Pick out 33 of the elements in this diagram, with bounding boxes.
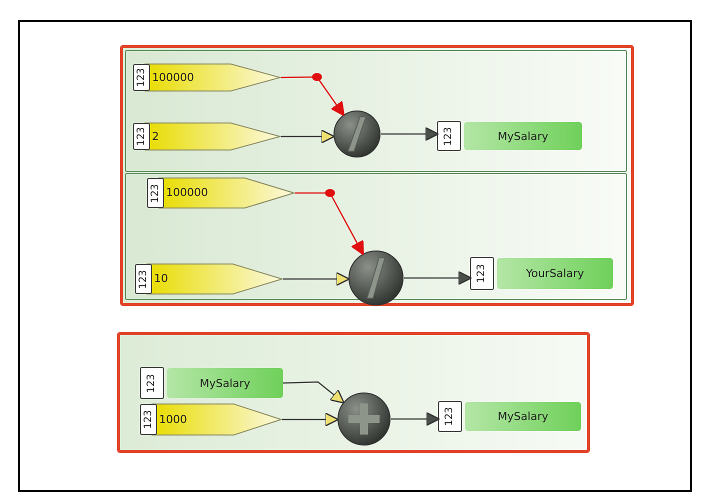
type-tag: 123 <box>133 64 150 91</box>
group-panel <box>120 45 634 306</box>
variable-label: YourSalary <box>497 258 613 289</box>
type-tag: 123 <box>437 121 461 151</box>
flow-panel <box>125 50 627 172</box>
variable-label: MySalary <box>464 122 582 150</box>
type-tag: 123 <box>135 264 152 294</box>
type-tag: 123 <box>147 178 164 208</box>
value-text: 10 <box>154 272 168 285</box>
value-text: 2 <box>152 130 159 142</box>
connector-arrow <box>281 129 335 144</box>
value-text: 100000 <box>152 70 194 84</box>
divide-operator-icon <box>333 110 381 158</box>
connector-arrow <box>381 126 439 142</box>
type-tag: 123 <box>470 257 494 290</box>
divide-operator-icon <box>348 250 404 306</box>
connector-arrow <box>391 412 440 426</box>
value-text: 1000 <box>159 412 187 426</box>
variable-label: MySalary <box>167 368 283 398</box>
connector-arrow <box>281 73 344 116</box>
variable-label: MySalary <box>465 402 581 431</box>
type-tag: 123 <box>140 404 157 435</box>
connector-arrow <box>295 189 364 254</box>
connector-arrow <box>283 272 350 286</box>
value-text: 100000 <box>166 186 208 199</box>
connector-arrow <box>404 270 472 286</box>
type-tag: 123 <box>438 401 462 432</box>
type-tag: 123 <box>140 367 164 399</box>
type-tag: 123 <box>133 123 150 150</box>
group-panel <box>117 332 590 453</box>
add-operator-icon <box>336 392 392 446</box>
connector-arrow <box>282 381 345 404</box>
connector-arrow <box>282 412 339 427</box>
